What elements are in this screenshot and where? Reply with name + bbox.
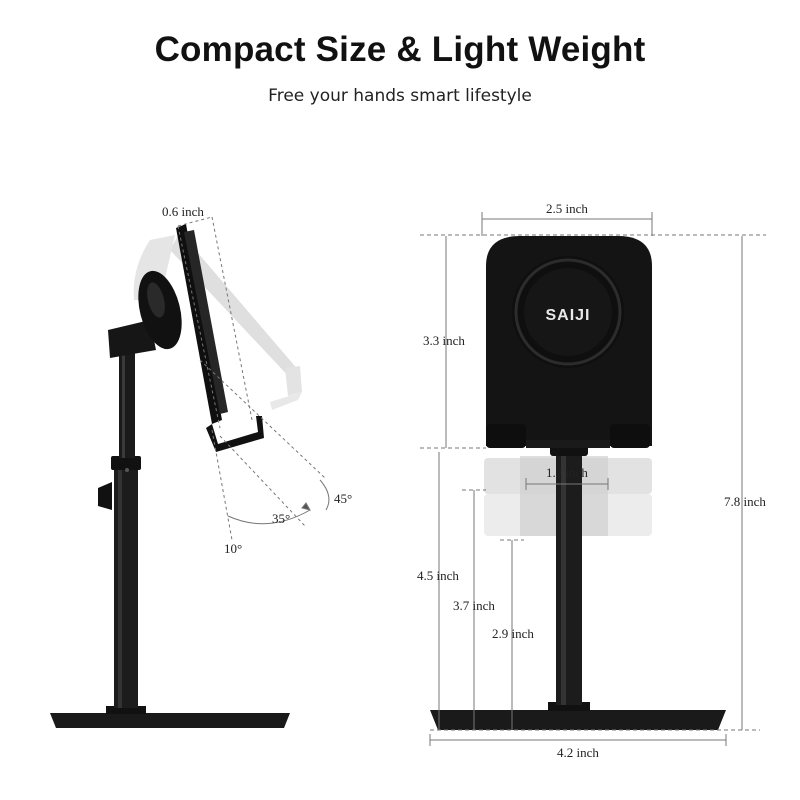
page-subtitle: Free your hands smart lifestyle (268, 86, 532, 106)
total-height-label: 7.8 inch (724, 494, 766, 509)
pole-width-label: 1.2 inch (546, 465, 588, 480)
max-pole-height-label: 4.5 inch (417, 568, 459, 583)
side-thickness-label: 0.6 inch (162, 204, 204, 219)
side-lower-pole (114, 462, 138, 708)
angle-label-35: 35° (272, 511, 290, 526)
side-view (50, 224, 302, 728)
holder-plate (176, 224, 222, 424)
front-view: SAIJI (430, 236, 726, 730)
front-dimension-lines (420, 212, 766, 746)
height-knob (98, 482, 112, 510)
front-base (430, 710, 726, 730)
front-base-top (548, 702, 590, 711)
right-hook (610, 424, 650, 448)
side-collar (111, 456, 141, 470)
base-width-label: 4.2 inch (557, 745, 599, 760)
front-pole (556, 450, 582, 705)
page-title: Compact Size & Light Weight (154, 30, 646, 69)
hinge-arm (108, 320, 156, 358)
side-dimension-lines (177, 216, 330, 541)
brand-logo: SAIJI (545, 307, 590, 324)
left-hook (486, 424, 526, 448)
side-upper-pole (119, 352, 135, 458)
side-base-top (106, 706, 146, 714)
angle-label-10: 10° (224, 541, 242, 556)
mid-pole-height-label: 3.7 inch (453, 598, 495, 613)
side-base (50, 713, 290, 728)
min-pole-height-label: 2.9 inch (492, 626, 534, 641)
angle-label-45: 45° (334, 491, 352, 506)
width-label: 2.5 inch (546, 201, 588, 216)
holder-hook (206, 416, 264, 452)
holder-height-label: 3.3 inch (423, 333, 465, 348)
